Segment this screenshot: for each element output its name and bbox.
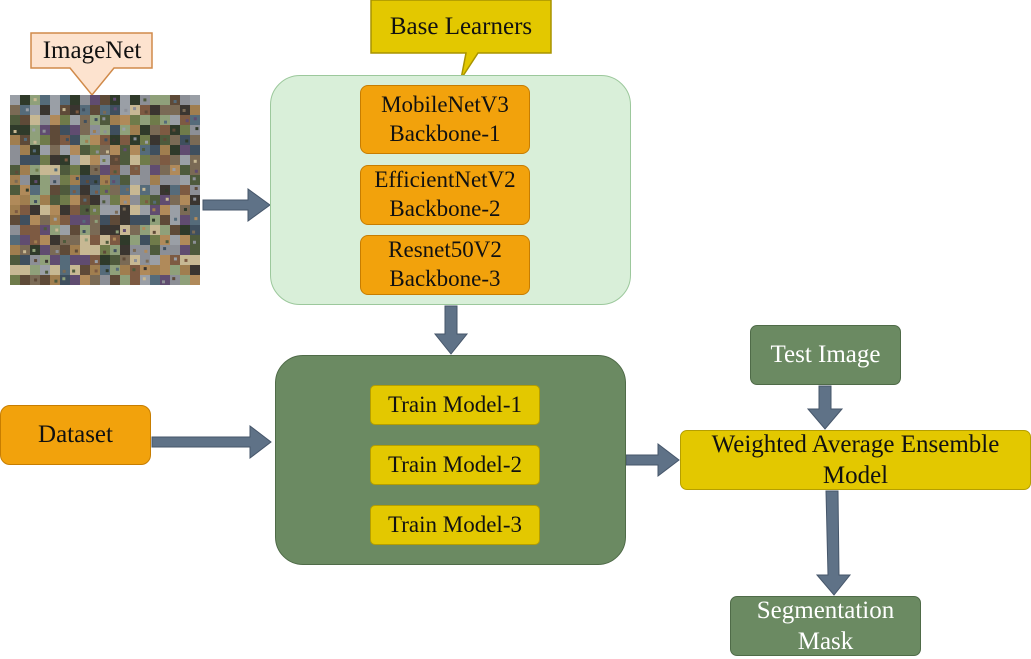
arrow-test-to-ensemble <box>806 385 844 430</box>
arrow-train-to-ensemble <box>625 442 680 478</box>
mask-line-1: Segmentation <box>756 596 895 624</box>
arrow-imagenet-to-base <box>202 188 271 222</box>
segmentation-mask-node: Segmentation Mask <box>730 596 921 656</box>
imagenet-label: ImageNet <box>42 37 142 64</box>
train-model-2: Train Model-2 <box>370 445 540 485</box>
test-image-node: Test Image <box>750 325 901 385</box>
train-model-3: Train Model-3 <box>370 505 540 545</box>
train-model-1: Train Model-1 <box>370 385 540 425</box>
ensemble-model-node: Weighted Average Ensemble Model <box>680 430 1031 490</box>
base-learners-label: Base Learners <box>389 12 533 40</box>
backbone-mobilenetv3: MobileNetV3 Backbone-1 <box>360 85 530 154</box>
ensemble-line-1: Weighted Average Ensemble <box>711 430 1000 458</box>
backbone-2-tag: Backbone-2 <box>389 196 501 221</box>
arrow-ensemble-to-mask <box>815 490 852 596</box>
imagenet-callout <box>30 32 153 97</box>
arrow-base-to-train <box>433 305 469 355</box>
arrow-dataset-to-train <box>151 424 272 460</box>
dataset-node: Dataset <box>0 405 151 465</box>
backbone-3-name: Resnet50V2 <box>388 237 502 263</box>
backbone-resnet50v2: Resnet50V2 Backbone-3 <box>360 235 530 295</box>
imagenet-mosaic-image <box>10 95 200 285</box>
backbone-efficientnetv2: EfficientNetV2 Backbone-2 <box>360 165 530 225</box>
mask-line-2: Mask <box>797 628 854 655</box>
backbone-3-tag: Backbone-3 <box>389 266 501 291</box>
backbone-1-name: MobileNetV3 <box>381 91 509 117</box>
backbone-2-name: EfficientNetV2 <box>374 167 516 193</box>
base-learners-callout <box>370 0 552 80</box>
ensemble-line-2: Model <box>822 462 889 489</box>
backbone-1-tag: Backbone-1 <box>389 120 501 146</box>
